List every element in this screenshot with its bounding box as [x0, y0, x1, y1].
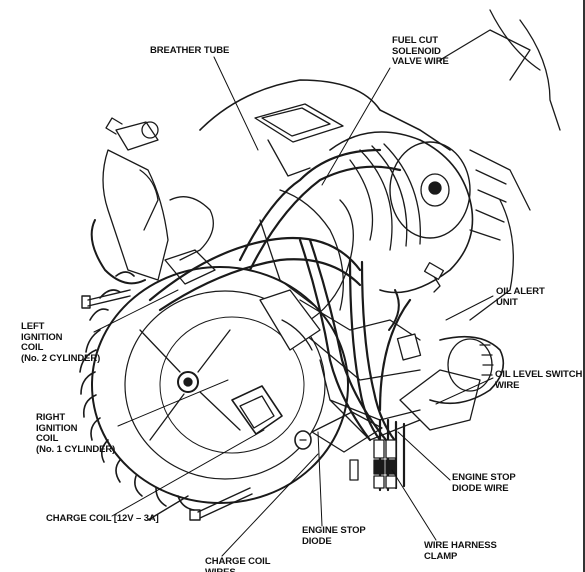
label-left-ignition-coil: LEFT IGNITION COIL (No. 2 CYLINDER) — [21, 321, 101, 364]
label-charge-coil-wires: CHARGE COIL WIRES — [205, 556, 271, 572]
label-fuel-cut-solenoid-valve-wire: FUEL CUT SOLENOID VALVE WIRE — [392, 35, 449, 67]
label-engine-stop-diode: ENGINE STOP DIODE — [302, 525, 366, 547]
label-wire-harness-clamp: WIRE HARNESS CLAMP — [424, 540, 497, 562]
label-oil-level-switch-wire: OIL LEVEL SWITCH WIRE — [495, 369, 583, 391]
label-charge-coil: CHARGE COIL [12V – 3A] — [46, 513, 159, 524]
engine-stop-diode — [294, 411, 383, 453]
label-engine-stop-diode-wire: ENGINE STOP DIODE WIRE — [452, 472, 516, 494]
engine-block — [199, 9, 561, 441]
harness-connectors — [349, 439, 397, 489]
leader-lines — [93, 56, 494, 557]
right-ignition-coil — [231, 289, 321, 435]
starter-motor — [399, 335, 505, 431]
right-edge-border — [583, 0, 585, 572]
label-right-ignition-coil: RIGHT IGNITION COIL (No. 1 CYLINDER) — [36, 412, 116, 455]
oil-alert-unit — [388, 262, 445, 361]
label-breather-tube: BREATHER TUBE — [150, 45, 230, 56]
flywheel — [79, 256, 349, 521]
label-oil-alert-unit: OIL ALERT UNIT — [496, 286, 545, 308]
left-ignition-coil — [90, 117, 216, 285]
